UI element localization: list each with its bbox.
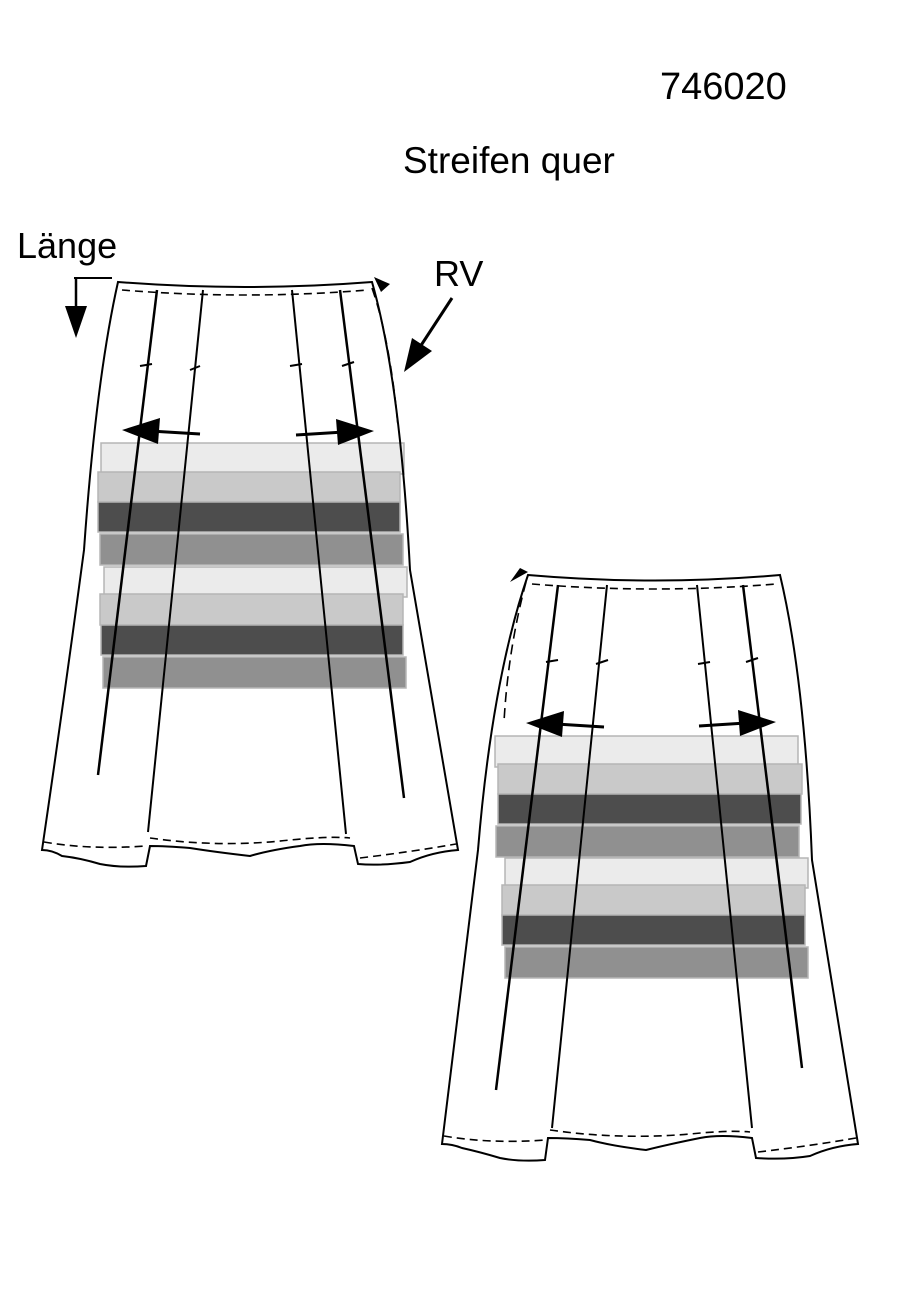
stripe-dark xyxy=(497,793,802,825)
diagram-title: Streifen quer xyxy=(403,140,615,181)
skirt-outline xyxy=(440,573,860,1162)
length-label: Länge xyxy=(17,225,118,266)
stripe-mid xyxy=(99,593,404,626)
skirt-outline xyxy=(40,280,460,868)
stripe-block-back xyxy=(494,735,809,979)
stripe-mid xyxy=(501,884,806,917)
stripe-dark xyxy=(97,501,401,533)
stripe-dark xyxy=(501,914,806,946)
stripe-light xyxy=(504,857,809,889)
grain-arrow-right-icon xyxy=(295,419,374,445)
grain-arrow-left-icon xyxy=(122,418,201,444)
stripe-light xyxy=(100,442,405,475)
skirt-front xyxy=(40,277,460,868)
stripe-grey xyxy=(495,825,800,858)
stripe-light xyxy=(494,735,799,768)
skirt-back xyxy=(440,568,860,1162)
stripe-mid xyxy=(97,471,401,503)
stripe-light xyxy=(103,566,408,598)
zipper-label: RV xyxy=(434,253,484,294)
stripe-block-front xyxy=(97,442,408,689)
stripe-dark xyxy=(100,624,404,656)
stripe-grey xyxy=(504,946,809,979)
stripe-grey xyxy=(102,656,407,689)
stripe-grey xyxy=(99,533,404,566)
length-arrow-icon xyxy=(65,277,112,338)
zipper-arrow-icon xyxy=(404,297,454,372)
stripe-mid xyxy=(497,763,803,795)
grain-arrow-left-icon xyxy=(526,711,605,737)
pattern-number: 746020 xyxy=(660,66,787,108)
grain-arrow-right-icon xyxy=(698,710,776,736)
